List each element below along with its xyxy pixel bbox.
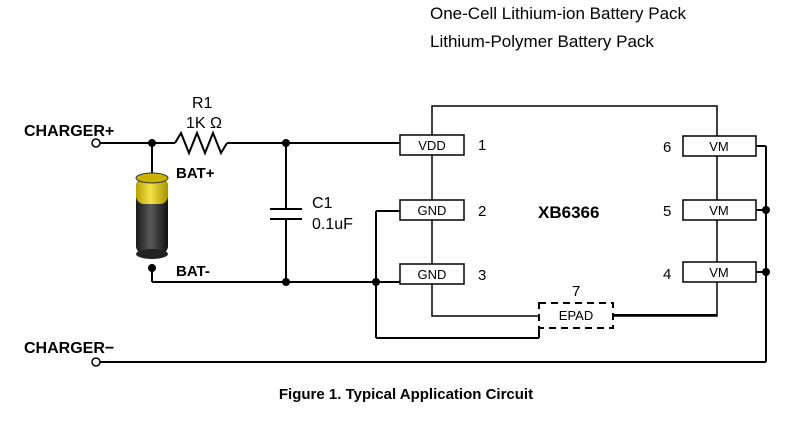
pin-boxes xyxy=(399,134,757,285)
pin-4-label: VM xyxy=(709,265,729,280)
pin-3-number: 3 xyxy=(478,267,486,284)
pin-5-label: VM xyxy=(709,203,729,218)
r1-value: 1K Ω xyxy=(186,115,222,132)
pin-3-label: GND xyxy=(418,267,447,282)
pin-1-number: 1 xyxy=(478,137,486,154)
pin-2-number: 2 xyxy=(478,203,486,220)
charger-plus-terminal xyxy=(91,138,101,148)
bat-plus-label: BAT+ xyxy=(176,165,215,182)
bat-minus-label: BAT- xyxy=(176,263,210,280)
pin-7-label: EPAD xyxy=(559,308,593,323)
charger-minus-label: CHARGER− xyxy=(24,340,114,357)
pin-1-label: VDD xyxy=(418,138,445,153)
junction-dots xyxy=(148,139,770,286)
figure-caption: Figure 1. Typical Application Circuit xyxy=(278,386,534,403)
pin-7-box xyxy=(538,302,614,329)
header-line-2: Lithium-Polymer Battery Pack xyxy=(430,32,654,51)
battery-icon xyxy=(135,172,169,259)
charger-minus-terminal xyxy=(91,357,101,367)
wires xyxy=(96,130,767,363)
pin-1-box xyxy=(399,134,465,156)
c1-value: 0.1uF xyxy=(312,216,353,233)
chip-name: XB6366 xyxy=(538,203,599,222)
pin-6-label: VM xyxy=(709,139,729,154)
pin-2-label: GND xyxy=(418,203,447,218)
pin-6-box xyxy=(682,135,757,157)
pin-6-number: 6 xyxy=(663,139,671,156)
c1-name: C1 xyxy=(312,195,333,212)
pin-7-number: 7 xyxy=(572,283,580,300)
r1-name: R1 xyxy=(192,95,213,112)
header-line-1: One-Cell Lithium-ion Battery Pack xyxy=(430,4,687,23)
pin-2-box xyxy=(399,199,465,221)
pin-3-box xyxy=(399,263,465,285)
charger-plus-label: CHARGER+ xyxy=(24,123,114,140)
pin-5-box xyxy=(682,199,757,221)
pin-4-number: 4 xyxy=(663,266,671,283)
pin-4-box xyxy=(682,261,757,283)
pin-5-number: 5 xyxy=(663,203,671,220)
